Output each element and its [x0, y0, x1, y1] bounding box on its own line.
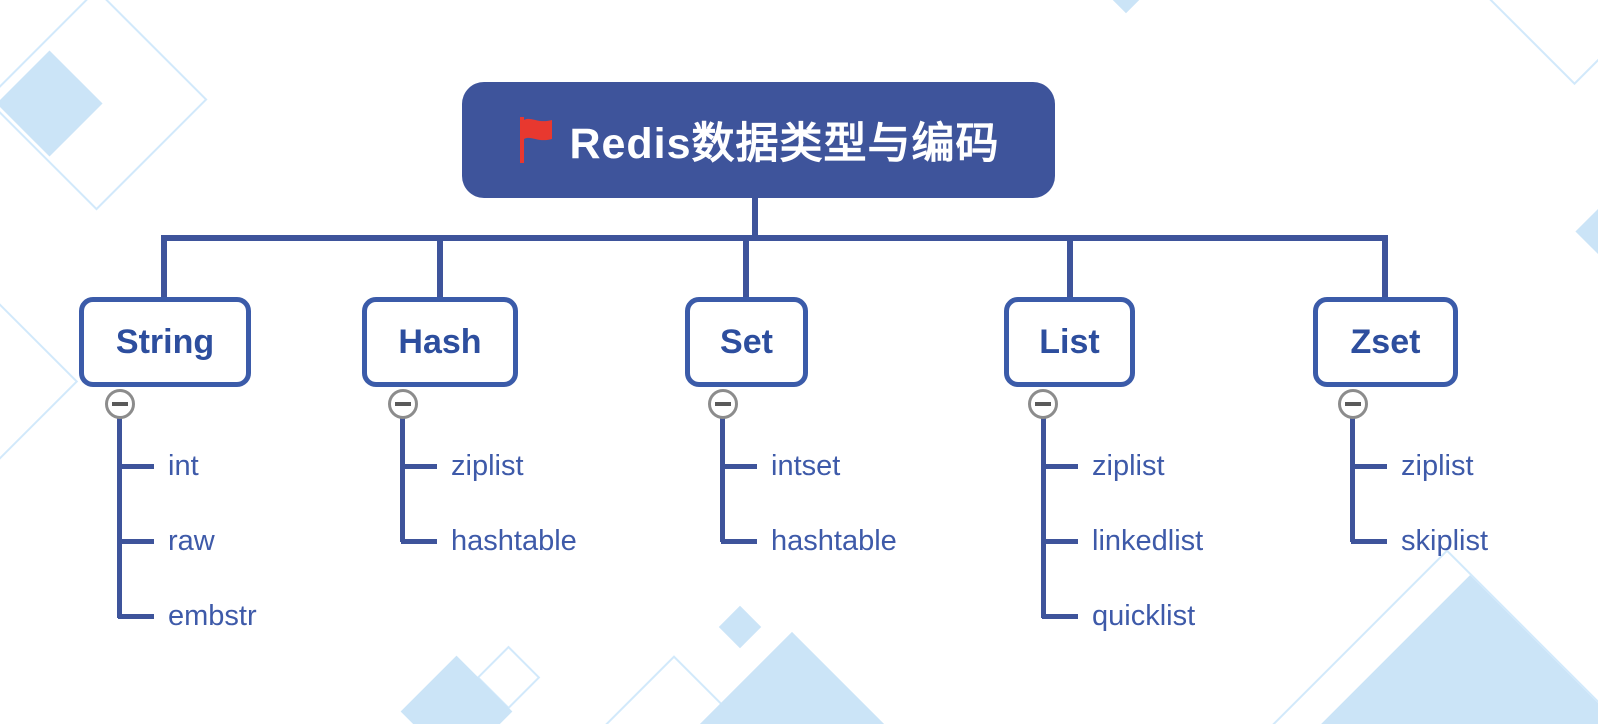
leaf-tick — [118, 464, 154, 469]
leaf-tick — [721, 464, 757, 469]
minus-icon — [1345, 402, 1361, 406]
leaf-node[interactable]: linkedlist — [1092, 525, 1204, 557]
connector-drop-set — [743, 235, 749, 299]
leaf-node[interactable]: hashtable — [451, 525, 577, 557]
node-zset[interactable]: Zset — [1313, 297, 1458, 387]
connector-bus — [161, 235, 1388, 241]
node-label: Zset — [1350, 322, 1421, 361]
leaf-tick — [1042, 614, 1078, 619]
connector-drop-list — [1067, 235, 1073, 299]
leaf-tick — [1042, 539, 1078, 544]
minus-icon — [1035, 402, 1051, 406]
minus-icon — [112, 402, 128, 406]
background-diamond — [718, 605, 762, 649]
branch-trunk-zset — [1350, 418, 1355, 542]
flag-icon — [520, 117, 553, 163]
leaf-tick — [118, 539, 154, 544]
leaf-tick — [118, 614, 154, 619]
branch-trunk-hash — [400, 418, 405, 542]
leaf-node[interactable]: int — [168, 450, 199, 482]
node-hash[interactable]: Hash — [362, 297, 518, 387]
node-label: Hash — [398, 322, 482, 361]
collapse-toggle-hash[interactable] — [388, 389, 418, 419]
leaf-tick — [401, 464, 437, 469]
leaf-node[interactable]: intset — [771, 450, 841, 482]
leaf-node[interactable]: ziplist — [451, 450, 524, 482]
root-title: Redis数据类型与编码 — [569, 120, 1000, 168]
root-node[interactable]: Redis数据类型与编码 — [462, 82, 1055, 198]
node-label: List — [1039, 322, 1100, 361]
background-diamond-outline — [0, 223, 79, 540]
leaf-tick — [1042, 464, 1078, 469]
node-string[interactable]: String — [79, 297, 251, 387]
connector-drop-hash — [437, 235, 443, 299]
background-diamond-outline — [1481, 0, 1598, 86]
leaf-tick — [721, 539, 757, 544]
connector-drop-string — [161, 235, 167, 299]
leaf-node[interactable]: raw — [168, 525, 215, 557]
collapse-toggle-list[interactable] — [1028, 389, 1058, 419]
branch-trunk-string — [117, 418, 122, 618]
leaf-node[interactable]: ziplist — [1401, 450, 1474, 482]
collapse-toggle-set[interactable] — [708, 389, 738, 419]
collapse-toggle-string[interactable] — [105, 389, 135, 419]
leaf-node[interactable]: embstr — [168, 600, 257, 632]
collapse-toggle-zset[interactable] — [1338, 389, 1368, 419]
node-set[interactable]: Set — [685, 297, 808, 387]
leaf-node[interactable]: ziplist — [1092, 450, 1165, 482]
background-diamond — [1575, 195, 1598, 268]
branch-trunk-set — [720, 418, 725, 542]
background-diamond — [1080, 0, 1172, 14]
node-label: String — [115, 322, 215, 361]
connector-drop-zset — [1382, 235, 1388, 299]
leaf-tick — [1351, 464, 1387, 469]
node-label: Set — [720, 322, 773, 361]
leaf-tick — [401, 539, 437, 544]
leaf-node[interactable]: hashtable — [771, 525, 897, 557]
leaf-node[interactable]: quicklist — [1092, 600, 1196, 632]
leaf-tick — [1351, 539, 1387, 544]
minus-icon — [715, 402, 731, 406]
connector-root-drop — [752, 196, 758, 241]
minus-icon — [395, 402, 411, 406]
branch-trunk-list — [1041, 418, 1046, 618]
node-list[interactable]: List — [1004, 297, 1135, 387]
leaf-node[interactable]: skiplist — [1401, 525, 1489, 557]
background-diamond-outline — [0, 0, 208, 211]
